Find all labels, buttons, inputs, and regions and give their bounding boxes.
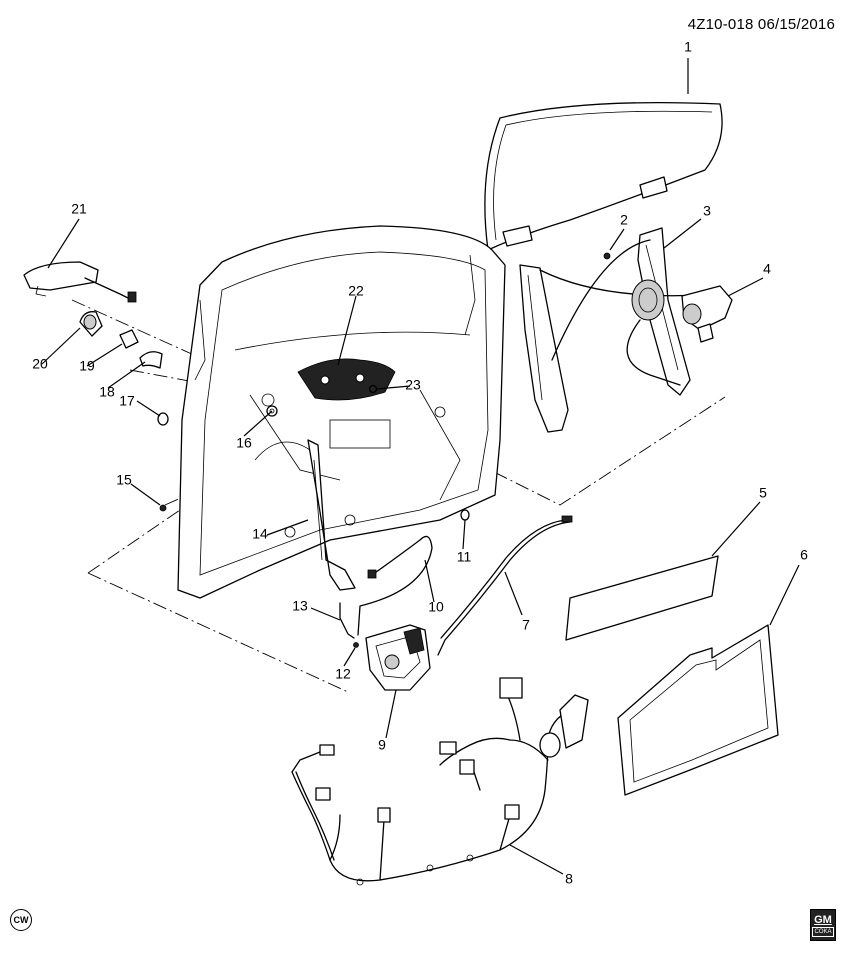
- leader-lines: [41, 58, 800, 875]
- diagram-code: 4Z10-018: [687, 16, 754, 33]
- gm-logo-text: GM: [814, 913, 832, 926]
- callout-13: 13: [292, 598, 308, 614]
- callout-12: 12: [335, 666, 351, 682]
- lock-cylinder: [119, 329, 139, 349]
- callout-10: 10: [428, 599, 444, 615]
- rear-channel-bracket: [307, 439, 356, 591]
- callout-17: 17: [119, 393, 135, 409]
- window-regulator: [519, 227, 701, 433]
- callout-14: 14: [252, 526, 268, 542]
- diagram-date: 06/15/2016: [757, 16, 835, 33]
- window-glass: [484, 101, 723, 251]
- regulator-motor: [681, 285, 733, 343]
- outside-door-handle: [23, 261, 137, 303]
- latch-rod: [339, 602, 355, 639]
- callout-21: 21: [71, 201, 87, 217]
- callout-16: 16: [236, 435, 252, 451]
- callout-labels: 1 2 3 4 5 6 7 8 9 10 11 12 13 14 15 16 1…: [32, 39, 808, 887]
- lock-cylinder-housing: [79, 311, 103, 337]
- window-sealing-strip: [565, 555, 719, 641]
- callout-7: 7: [522, 617, 530, 633]
- gm-logo-subtext: COKA: [812, 926, 834, 937]
- callout-23: 23: [405, 377, 421, 393]
- callout-11: 11: [457, 549, 472, 565]
- gm-logo: GM COKA: [810, 909, 836, 941]
- callout-19: 19: [79, 358, 95, 374]
- inside-handle-cable: [357, 535, 433, 636]
- water-deflector: [617, 624, 779, 796]
- callout-22: 22: [348, 283, 364, 299]
- door-latch-assembly: [297, 358, 396, 401]
- callout-4: 4: [763, 261, 771, 277]
- callout-15: 15: [116, 472, 132, 488]
- latch-clip: [368, 384, 378, 394]
- door-latch: [365, 624, 431, 691]
- panel-clip: [460, 509, 470, 521]
- callout-8: 8: [565, 871, 573, 887]
- rotation-badge: CW: [10, 909, 32, 931]
- callout-2: 2: [620, 212, 628, 228]
- regulator-screw: [603, 252, 611, 260]
- wiring-harness: [291, 677, 589, 886]
- callout-1: 1: [684, 39, 692, 55]
- callout-3: 3: [703, 203, 711, 219]
- callout-6: 6: [800, 547, 808, 563]
- handle-gasket: [139, 351, 163, 369]
- callout-18: 18: [99, 384, 115, 400]
- diagram-header: 4Z10-018 06/15/2016: [688, 16, 835, 33]
- lock-rod-cable: [437, 515, 573, 656]
- callout-9: 9: [378, 737, 386, 753]
- door-inner-panel: [177, 225, 506, 599]
- bracket-bolt: [159, 504, 167, 512]
- access-plug: [157, 412, 169, 426]
- latch-washer: [353, 642, 359, 648]
- callout-5: 5: [759, 485, 767, 501]
- callout-20: 20: [32, 356, 48, 372]
